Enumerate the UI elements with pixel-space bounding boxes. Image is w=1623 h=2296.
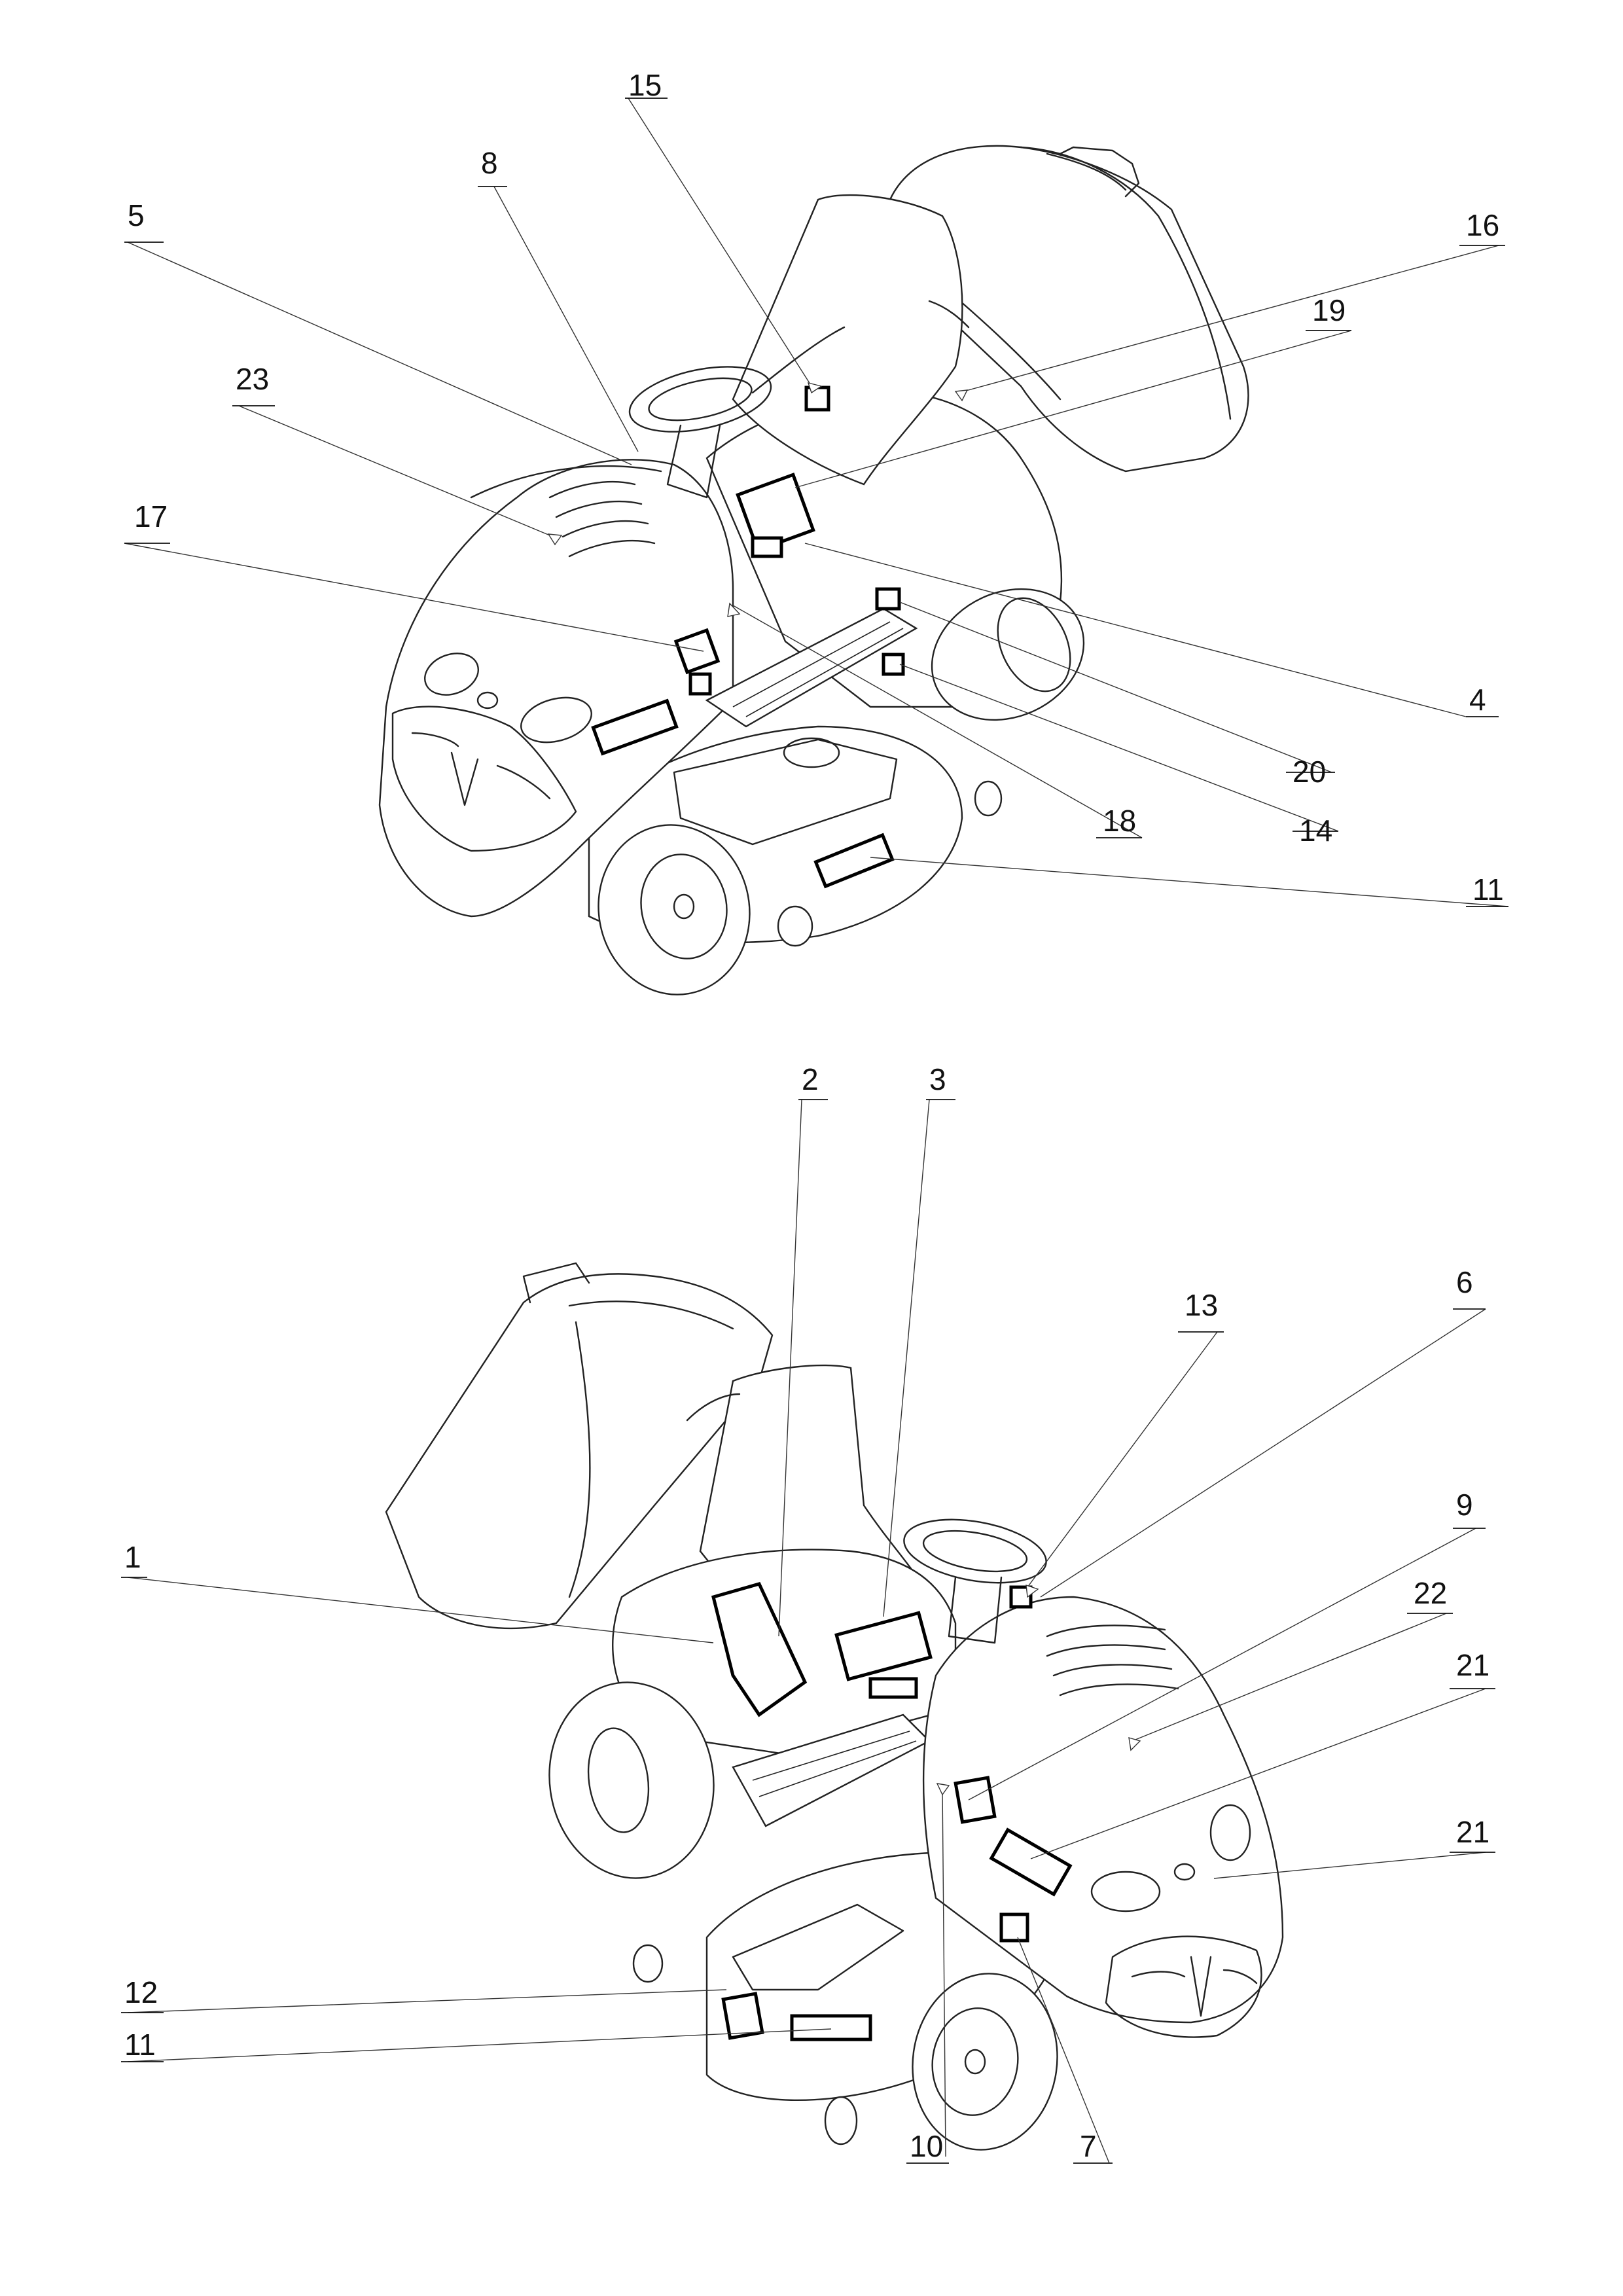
svg-text:1: 1 xyxy=(124,1540,141,1574)
callout-8: 8 xyxy=(478,146,507,187)
svg-text:4: 4 xyxy=(1469,683,1486,717)
svg-text:18: 18 xyxy=(1103,804,1136,838)
leaders-top xyxy=(124,98,1509,907)
callout-1: 1 xyxy=(121,1540,147,1578)
callout-20: 20 xyxy=(1286,755,1335,789)
callout-labels: 15 8 5 16 19 23 17 4 xyxy=(121,68,1508,2164)
callout-23: 23 xyxy=(232,362,275,406)
callout-10: 10 xyxy=(906,2129,949,2164)
footboard-top xyxy=(705,607,918,728)
svg-text:16: 16 xyxy=(1466,208,1499,242)
svg-text:22: 22 xyxy=(1414,1576,1447,1610)
callout-15: 15 xyxy=(625,68,668,102)
grass-catcher-bottom xyxy=(385,1262,774,1630)
svg-text:19: 19 xyxy=(1312,293,1346,327)
callout-12: 12 xyxy=(121,1975,164,2013)
front-wheel-top xyxy=(597,824,751,996)
svg-text:20: 20 xyxy=(1293,755,1326,789)
svg-text:6: 6 xyxy=(1456,1265,1473,1299)
svg-text:2: 2 xyxy=(802,1062,819,1096)
decal-17-top xyxy=(673,628,721,675)
svg-text:3: 3 xyxy=(929,1062,946,1096)
callout-21-upper: 21 xyxy=(1450,1648,1495,1689)
hood-top xyxy=(378,459,734,918)
svg-text:21: 21 xyxy=(1456,1648,1489,1682)
callout-6: 6 xyxy=(1453,1265,1486,1310)
callout-18: 18 xyxy=(1096,804,1142,838)
decal-1-2-bottom xyxy=(711,1582,808,1717)
callout-4: 4 xyxy=(1466,683,1499,717)
leaders-bottom xyxy=(127,1099,1486,2164)
svg-text:21: 21 xyxy=(1456,1815,1489,1849)
mower-bottom-view xyxy=(127,1099,1486,2164)
callout-22: 22 xyxy=(1407,1576,1453,1614)
callout-13: 13 xyxy=(1178,1288,1224,1333)
front-wheel-bottom xyxy=(912,1973,1058,2151)
callout-14: 14 xyxy=(1293,814,1338,848)
decal-12-bottom xyxy=(721,1992,764,2040)
seat-top xyxy=(732,194,970,486)
decal-3-bottom xyxy=(834,1611,933,1699)
callout-5: 5 xyxy=(124,198,164,243)
svg-text:14: 14 xyxy=(1299,814,1332,848)
svg-text:11: 11 xyxy=(1472,872,1504,906)
rear-wheel-top xyxy=(931,588,1085,721)
callout-21-lower: 21 xyxy=(1450,1815,1495,1853)
callout-7: 7 xyxy=(1073,2129,1113,2164)
mower-top-view xyxy=(124,98,1509,996)
decal-20-top xyxy=(875,587,901,611)
svg-text:23: 23 xyxy=(236,362,269,396)
decal-11-bottom xyxy=(790,2014,872,2041)
svg-text:17: 17 xyxy=(134,499,168,533)
svg-text:9: 9 xyxy=(1456,1488,1473,1522)
svg-text:7: 7 xyxy=(1080,2129,1097,2163)
callout-16: 16 xyxy=(1459,208,1505,246)
svg-text:12: 12 xyxy=(124,1975,158,2009)
decal-11-top xyxy=(813,833,895,889)
callout-3: 3 xyxy=(926,1062,955,1100)
rear-wheel-bottom xyxy=(548,1681,715,1879)
callout-19: 19 xyxy=(1306,293,1351,331)
callout-17: 17 xyxy=(124,499,170,544)
decal-7-bottom xyxy=(999,1912,1029,1943)
decal-15-top xyxy=(804,386,830,412)
steering-wheel-bottom xyxy=(903,1518,1047,1644)
callout-11-top: 11 xyxy=(1466,872,1508,907)
decal-17b-top xyxy=(688,672,712,696)
svg-text:15: 15 xyxy=(628,68,662,102)
decal-21-bottom xyxy=(989,1827,1073,1897)
svg-text:10: 10 xyxy=(910,2129,943,2163)
steering-wheel-top xyxy=(628,366,772,499)
decal-9-bottom xyxy=(954,1776,997,1824)
decal-4-top xyxy=(736,473,815,558)
callout-11-bottom: 11 xyxy=(121,2028,164,2062)
callout-9: 9 xyxy=(1453,1488,1486,1529)
callout-2: 2 xyxy=(798,1062,828,1100)
svg-text:5: 5 xyxy=(128,198,145,232)
svg-text:11: 11 xyxy=(124,2028,156,2062)
svg-text:13: 13 xyxy=(1185,1288,1218,1322)
decal-grille-side xyxy=(591,698,679,756)
svg-text:8: 8 xyxy=(481,146,498,180)
